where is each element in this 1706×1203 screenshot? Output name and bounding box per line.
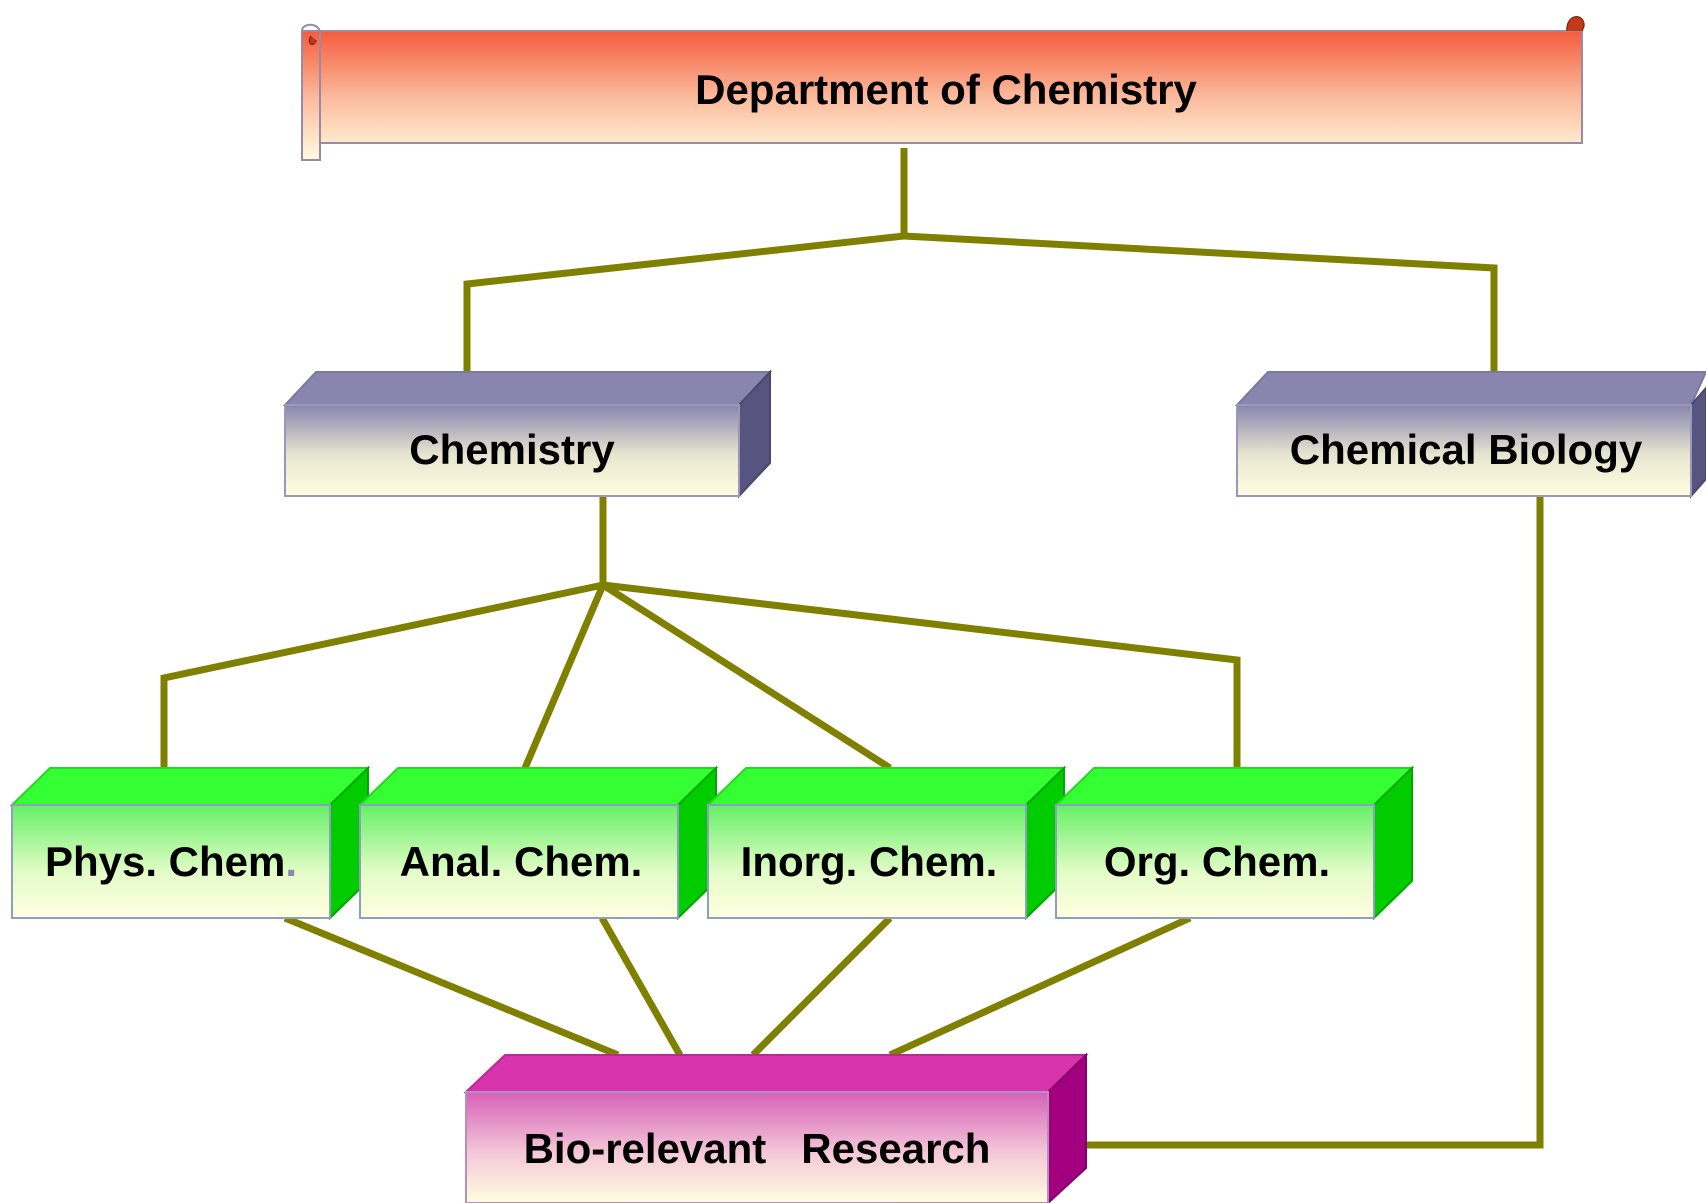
connector-inorg-bio (750, 915, 893, 1058)
phys-chem-trailing-period: . (285, 838, 297, 885)
node-bio-relevant-research-label: Bio-relevant Research (524, 1125, 991, 1172)
node-chemical-biology-label: Chemical Biology (1290, 426, 1643, 473)
connectors (160, 148, 1544, 1149)
connector-dept-chemistry (463, 148, 908, 372)
node-anal-chem: Anal. Chem. (357, 765, 719, 921)
node-org-chem: Org. Chem. (1053, 765, 1415, 921)
node-chemistry-label: Chemistry (409, 426, 615, 473)
node-bio-relevant-research: Bio-relevant Research (463, 1052, 1089, 1203)
connector-org-bio (888, 914, 1192, 1059)
connector-phys-bio (283, 914, 620, 1059)
node-org-chem-label: Org. Chem. (1104, 838, 1330, 885)
connector-anal-bio (598, 916, 684, 1057)
node-chemistry: Chemistry (282, 369, 773, 499)
connector-hub-org (602, 581, 1241, 768)
connector-hub-phys (160, 581, 604, 768)
page-title: Department of Chemistry (695, 66, 1197, 113)
connector-chembio-bio (1070, 496, 1544, 1149)
connector-hub-inorg (601, 582, 892, 771)
node-inorg-chem: Inorg. Chem. (705, 765, 1067, 921)
connector-hub-anal (521, 583, 607, 770)
node-phys-chem-label: Phys. Chem. (45, 838, 297, 885)
node-phys-chem: Phys. Chem. (9, 765, 371, 921)
node-chemical-biology: Chemical Biology (1234, 371, 1706, 499)
node-anal-chem-label: Anal. Chem. (400, 838, 643, 885)
connector-dept-chembio (903, 232, 1498, 372)
node-inorg-chem-label: Inorg. Chem. (741, 838, 998, 885)
title-banner: Department of Chemistry (301, 16, 1585, 161)
